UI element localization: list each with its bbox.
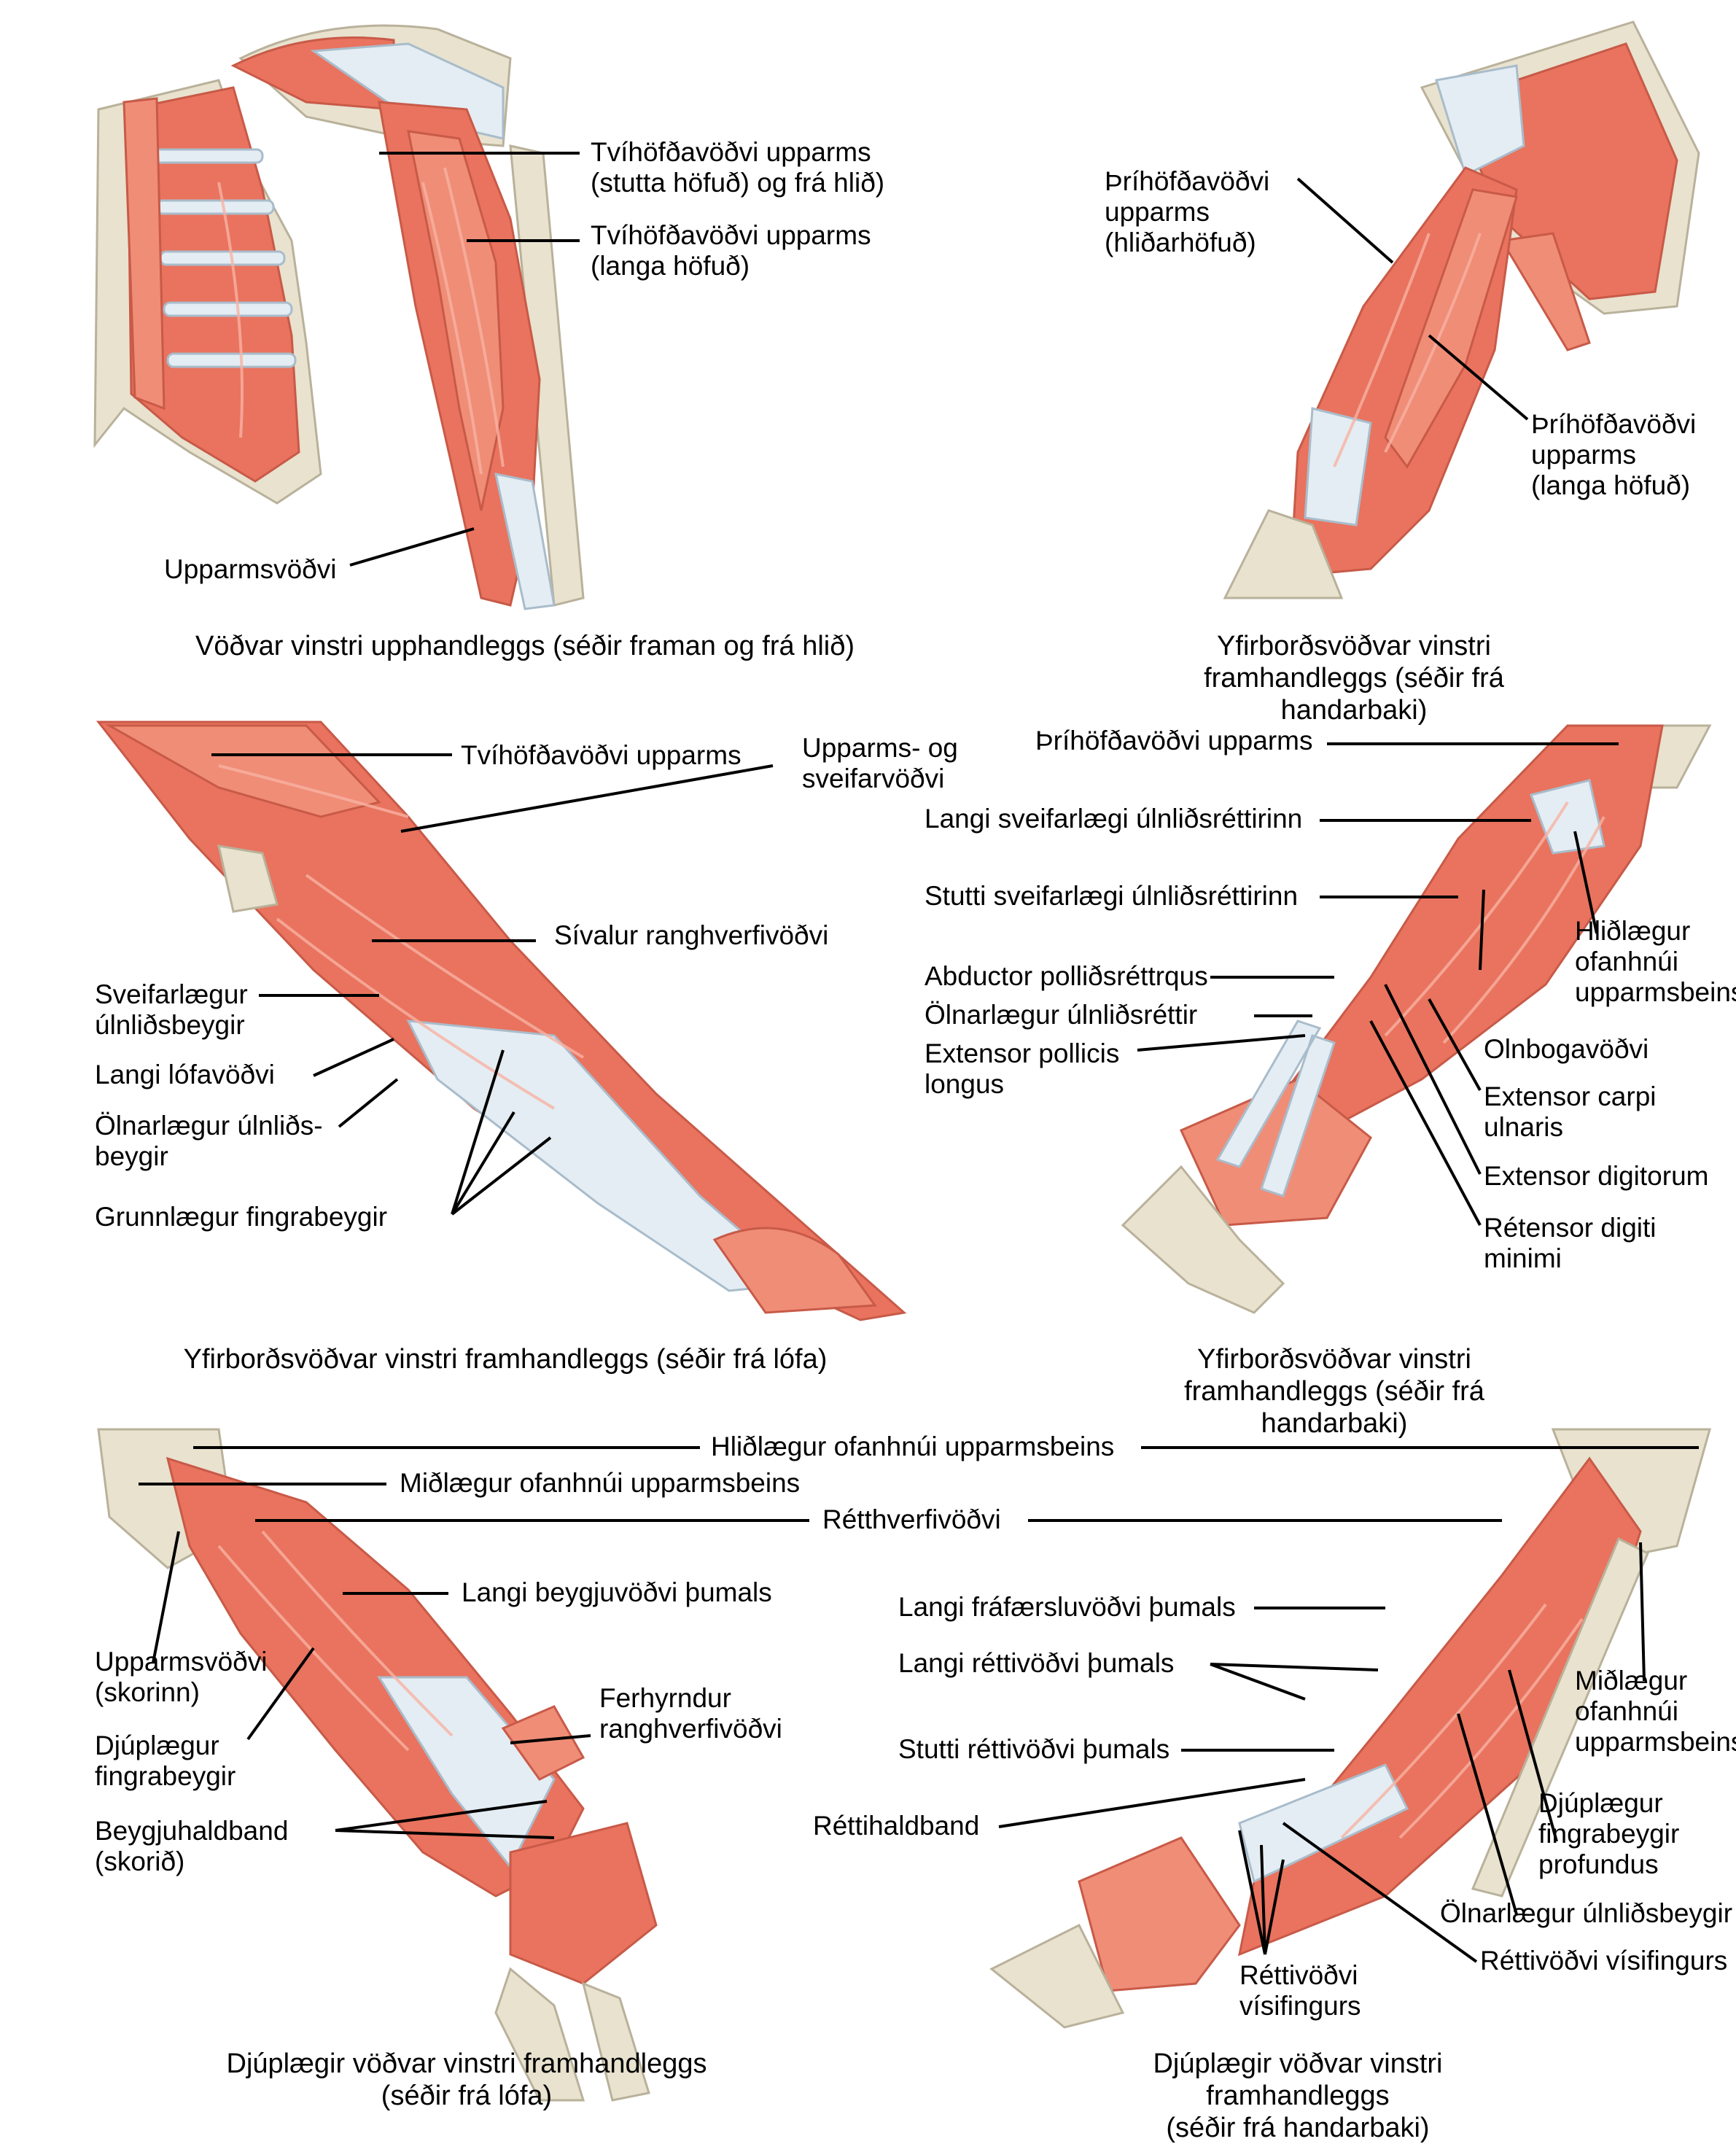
label-brachioradialis: Upparms- og sveifarvöðvi (802, 733, 958, 793)
intercostal-muscles (126, 86, 300, 483)
deep-back-tendons (1238, 1763, 1409, 1884)
label-extensor-carpi-ulnaris-upper: Ölnarlægur úlnliðsréttir (925, 1000, 1198, 1030)
triceps-tendon (1304, 407, 1372, 527)
caption-panel-2: Yfirborðsvöðvar vinstri framhandleggs (s… (1204, 631, 1504, 726)
shoulder-back-tendons (1435, 64, 1525, 177)
label-biceps-long-head: Tvíhöfðavöðvi upparms (langa höfuð) (591, 220, 871, 281)
label-extensor-pollicis-longus: Extensor pollicis longus (925, 1038, 1120, 1099)
label-medial-epicondyle-deep: Miðlægur ofanhnúi upparmsbeins (400, 1468, 801, 1498)
palm-hand-muscles (509, 1822, 658, 1985)
elbow-bones (1223, 509, 1344, 599)
panel-1-illustration (93, 24, 585, 610)
label-lateral-epicondyle: Hliðlægur ofanhnúi upparmsbeins (1575, 916, 1736, 1007)
forearm-palm-muscles (96, 721, 907, 1321)
deep-palm-tendons (377, 1676, 556, 1869)
label-pronator-quadratus: Ferhyrndur ranghverfivöðvi (599, 1683, 782, 1744)
label-flexor-digitorum-profundus-back: Djúplægur fingrabeygir profundus (1538, 1788, 1680, 1879)
label-extensor-indicis: Réttivöðvi vísifingurs (1239, 1960, 1361, 2021)
label-brachialis-cut: Upparmsvöðvi (skorinn) (95, 1647, 268, 1707)
leader-lines (139, 152, 1699, 1963)
triceps-long-head (1384, 188, 1518, 469)
label-medial-epicondyle-back: Miðlægur ofanhnúi upparmsbeins (1575, 1666, 1736, 1757)
label-triceps-long-head: Þríhöfðavöðvi upparms (langa höfuð) (1531, 409, 1697, 500)
label-flexor-carpi-ulnaris-back: Ölnarlægur úlnliðsbeygir (1440, 1898, 1733, 1928)
humerus (509, 144, 585, 607)
label-flexor-pollicis-longus: Langi beygjuvöðvi þumals (462, 1577, 772, 1607)
hand-back-deep-muscles (1078, 1836, 1241, 1992)
caption-panel-3: Yfirborðsvöðvar vinstri framhandleggs (s… (183, 1344, 828, 1375)
panel-2-illustration (1223, 20, 1700, 599)
caption-panel-5: Djúplægir vöðvar vinstri framhandleggs (… (226, 2048, 707, 2111)
label-extensor-carpi-radialis-longus: Langi sveifarlægi úlnliðsréttirinn (925, 804, 1303, 834)
label-biceps-short-head: Tvíhöfðavöðvi upparms (stutta höfuð) og … (591, 137, 885, 198)
label-flexor-retinaculum: Beygjuhaldband (skorið) (95, 1816, 289, 1876)
hand-back-bones (1121, 1165, 1285, 1314)
thenar-muscles (712, 1227, 877, 1314)
label-supinator: Rétthverfivöðvi (822, 1504, 1001, 1534)
label-extensor-indicis-right: Réttivöðvi vísifingurs (1480, 1946, 1728, 1976)
label-abductor-pollicis-longus: Langi fráfærsluvöðvi þumals (898, 1592, 1236, 1622)
caption-panel-4: Yfirborðsvöðvar vinstri framhandleggs (s… (1184, 1344, 1484, 1439)
elbow-bone-palm (217, 844, 279, 913)
label-anconeus: Olnbogavöðvi (1484, 1034, 1649, 1064)
label-flexor-digitorum-profundus: Djúplægur fingrabeygir (95, 1731, 236, 1791)
teres-major (1500, 232, 1591, 351)
label-pronator-teres: Sívalur ranghverfivöðvi (554, 920, 829, 950)
caption-panel-6: Djúplægir vöðvar vinstri framhandleggs (… (1153, 2048, 1443, 2143)
label-biceps-brachii: Tvíhöfðavöðvi upparms (461, 740, 742, 770)
label-palmaris-longus: Langi lófavöðvi (95, 1060, 275, 1090)
label-brachialis: Upparmsvöðvi (164, 554, 337, 584)
label-lateral-epicondyle-deep: Hliðlægur ofanhnúi upparmsbeins (711, 1432, 1115, 1461)
label-abductor-pollicis: Abductor polliðsréttrqus (925, 961, 1208, 991)
label-extensor-digitorum: Extensor digitorum (1484, 1161, 1709, 1191)
elbow-tendon (494, 473, 556, 610)
panel-5-illustration (97, 1428, 658, 2102)
panel-3-illustration (96, 721, 907, 1321)
ulna-deep-back (1471, 1537, 1649, 1898)
label-triceps-brachii-back: Þríhöfðavöðvi upparms (1035, 726, 1313, 756)
label-extensor-pollicis-longus-deep: Langi réttivöðvi þumals (898, 1648, 1175, 1678)
pronator-quadratus (501, 1705, 585, 1781)
rib-bands (152, 148, 297, 368)
label-extensor-retinaculum: Réttihaldband (813, 1811, 980, 1841)
label-flexor-carpi-ulnaris: Ölnarlægur úlnliðs- beygir (95, 1111, 323, 1171)
hand-bones-palm (494, 1967, 650, 2102)
panel-6-illustration (989, 1428, 1711, 2029)
label-triceps-lateral-head: Þríhöfðavöðvi upparms (hliðarhöfuð) (1105, 166, 1270, 257)
label-flexor-carpi-radialis: Sveifarlægur úlnliðsbeygir (95, 979, 248, 1040)
label-flexor-digitorum-superficialis: Grunnlægur fingrabeygir (95, 1202, 388, 1232)
label-extensor-carpi-ulnaris: Extensor carpi ulnaris (1484, 1081, 1657, 1142)
label-extensor-pollicis-brevis: Stutti réttivöðvi þumals (898, 1734, 1170, 1764)
label-extensor-digiti-minimi: Rétensor digiti minimi (1484, 1213, 1657, 1273)
caption-panel-1: Vöðvar vinstri upphandleggs (séðir frama… (195, 631, 855, 661)
extensor-tendons (1215, 1019, 1336, 1197)
costal-cartilage-strip (122, 97, 166, 411)
hand-bones-back (989, 1923, 1125, 2029)
label-extensor-carpi-radialis-brevis: Stutti sveifarlægi úlnliðsréttirinn (925, 881, 1299, 911)
